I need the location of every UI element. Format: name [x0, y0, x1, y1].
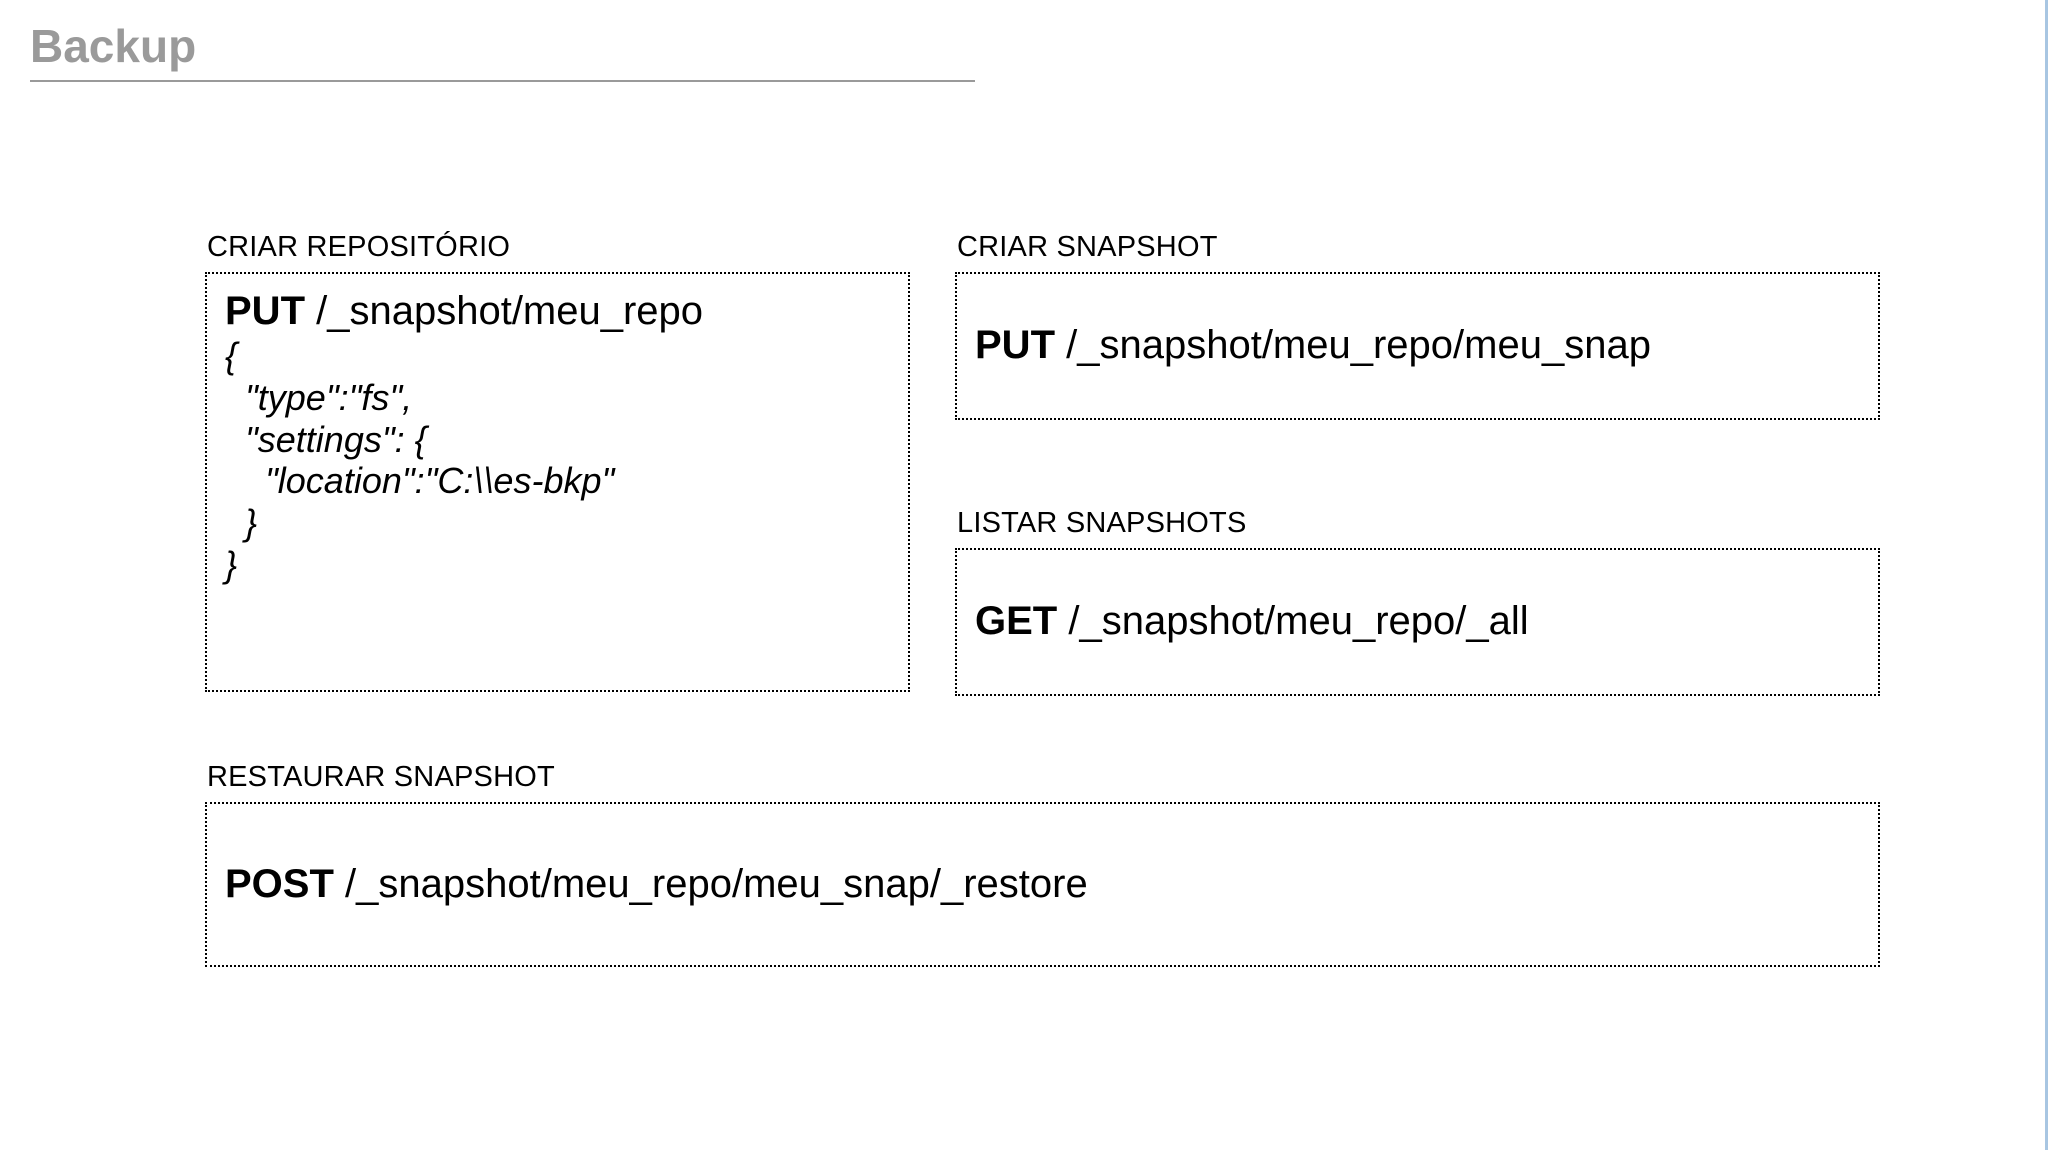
request-line-restaurar-snapshot: POST /_snapshot/meu_repo/meu_snap/_resto…	[207, 861, 1878, 908]
page-title: Backup	[30, 20, 197, 72]
http-verb: POST	[225, 861, 334, 906]
http-path: /_snapshot/meu_repo	[305, 288, 704, 333]
request-line-criar-repositorio: PUT /_snapshot/meu_repo	[207, 288, 908, 335]
code-box-criar-repositorio: PUT /_snapshot/meu_repo { "type":"fs", "…	[205, 271, 910, 692]
title-divider	[30, 80, 975, 83]
card-criar-repositorio: CRIAR REPOSITÓRIO PUT /_snapshot/meu_rep…	[205, 231, 910, 692]
code-box-listar-snapshots: GET /_snapshot/meu_repo/_all	[955, 547, 1880, 696]
http-verb: PUT	[975, 323, 1055, 368]
card-listar-snapshots: LISTAR SNAPSHOTS GET /_snapshot/meu_repo…	[955, 507, 1880, 696]
request-line-criar-snapshot: PUT /_snapshot/meu_repo/meu_snap	[957, 322, 1878, 369]
card-label-criar-repositorio: CRIAR REPOSITÓRIO	[207, 231, 511, 263]
http-verb: PUT	[225, 288, 305, 333]
http-path: /_snapshot/meu_repo/meu_snap	[1055, 323, 1651, 368]
card-restaurar-snapshot: RESTAURAR SNAPSHOT POST /_snapshot/meu_r…	[205, 761, 1880, 967]
request-body-criar-repositorio: { "type":"fs", "settings": { "location":…	[225, 335, 615, 585]
card-label-restaurar-snapshot: RESTAURAR SNAPSHOT	[207, 761, 555, 793]
code-box-criar-snapshot: PUT /_snapshot/meu_repo/meu_snap	[955, 271, 1880, 420]
http-verb: GET	[975, 599, 1058, 644]
http-path: /_snapshot/meu_repo/_all	[1057, 599, 1529, 644]
card-label-listar-snapshots: LISTAR SNAPSHOTS	[957, 507, 1247, 539]
card-criar-snapshot: CRIAR SNAPSHOT PUT /_snapshot/meu_repo/m…	[955, 231, 1880, 420]
code-box-restaurar-snapshot: POST /_snapshot/meu_repo/meu_snap/_resto…	[205, 801, 1880, 967]
http-path: /_snapshot/meu_repo/meu_snap/_restore	[333, 861, 1088, 906]
title-block: Backup	[30, 20, 975, 83]
request-line-listar-snapshots: GET /_snapshot/meu_repo/_all	[957, 598, 1878, 645]
card-label-criar-snapshot: CRIAR SNAPSHOT	[957, 231, 1218, 263]
